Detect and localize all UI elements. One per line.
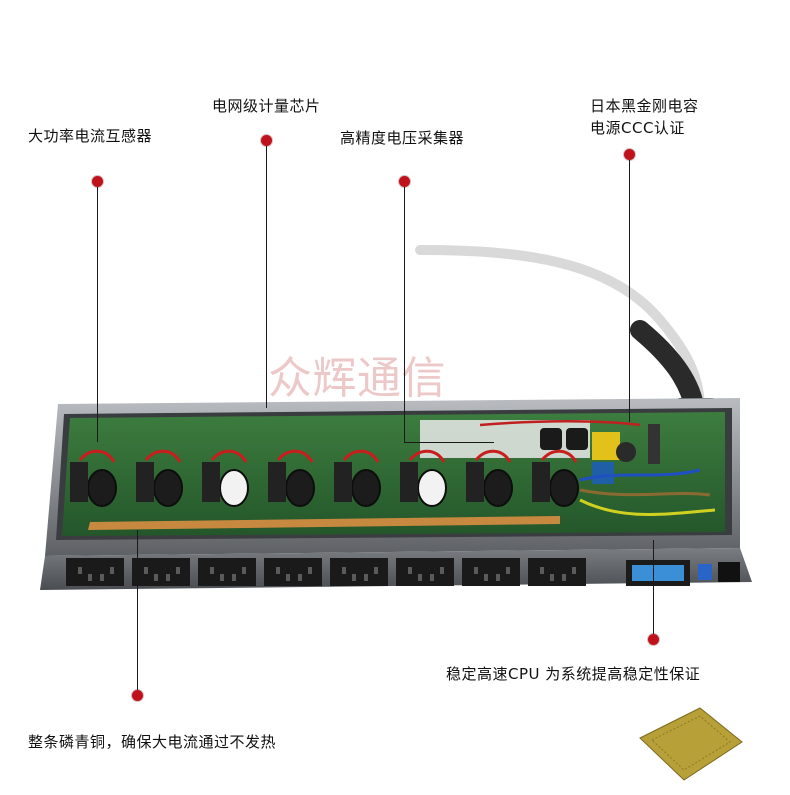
- outlet-row: [66, 558, 586, 586]
- callout-dot: [648, 634, 659, 645]
- leader-line: [629, 160, 630, 422]
- leader-line: [404, 442, 494, 443]
- display-panel: [626, 560, 740, 586]
- callout-metering-chip: 电网级计量芯片: [212, 97, 321, 115]
- power-outlet: [330, 558, 388, 586]
- power-outlet: [132, 558, 190, 586]
- callout-dot: [132, 690, 143, 701]
- callout-current-transformer: 大功率电流互感器: [28, 127, 153, 145]
- callout-copper-bar: 整条磷青铜，确保大电流通过不发热: [28, 733, 277, 751]
- transformer-core: [202, 449, 249, 507]
- transformer-core: [70, 449, 117, 507]
- callout-cpu: 稳定高速CPU 为系统提高稳定性保证: [446, 665, 701, 683]
- transformer-core: [466, 449, 513, 507]
- power-outlet: [66, 558, 124, 586]
- callout-dot: [261, 135, 272, 146]
- transformer-core: [400, 449, 447, 507]
- power-outlet: [264, 558, 322, 586]
- transformer-core: [334, 449, 381, 507]
- transformer-core: [268, 449, 315, 507]
- power-outlet: [198, 558, 256, 586]
- leader-line: [266, 146, 267, 408]
- leader-line: [653, 540, 654, 634]
- copper-bus-bar: [88, 516, 560, 530]
- callout-capacitor-line1: 日本黑金刚电容: [590, 97, 699, 115]
- transformer-core: [136, 449, 183, 507]
- callout-capacitor-line2: 电源CCC认证: [590, 119, 685, 137]
- current-transformers: [70, 449, 579, 507]
- leader-line: [404, 187, 405, 443]
- wiring: [479, 420, 716, 516]
- cpu-chip: [639, 707, 743, 781]
- callout-voltage-sampler: 高精度电压采集器: [340, 129, 465, 147]
- watermark: 众辉通信: [268, 353, 446, 404]
- callout-dot: [92, 176, 103, 187]
- callout-dot: [624, 149, 635, 160]
- power-outlet: [528, 558, 586, 586]
- leader-line: [137, 530, 138, 690]
- transformer-core: [532, 449, 579, 507]
- power-outlet: [396, 558, 454, 586]
- callout-dot: [399, 176, 410, 187]
- leader-line: [97, 187, 98, 442]
- power-outlet: [462, 558, 520, 586]
